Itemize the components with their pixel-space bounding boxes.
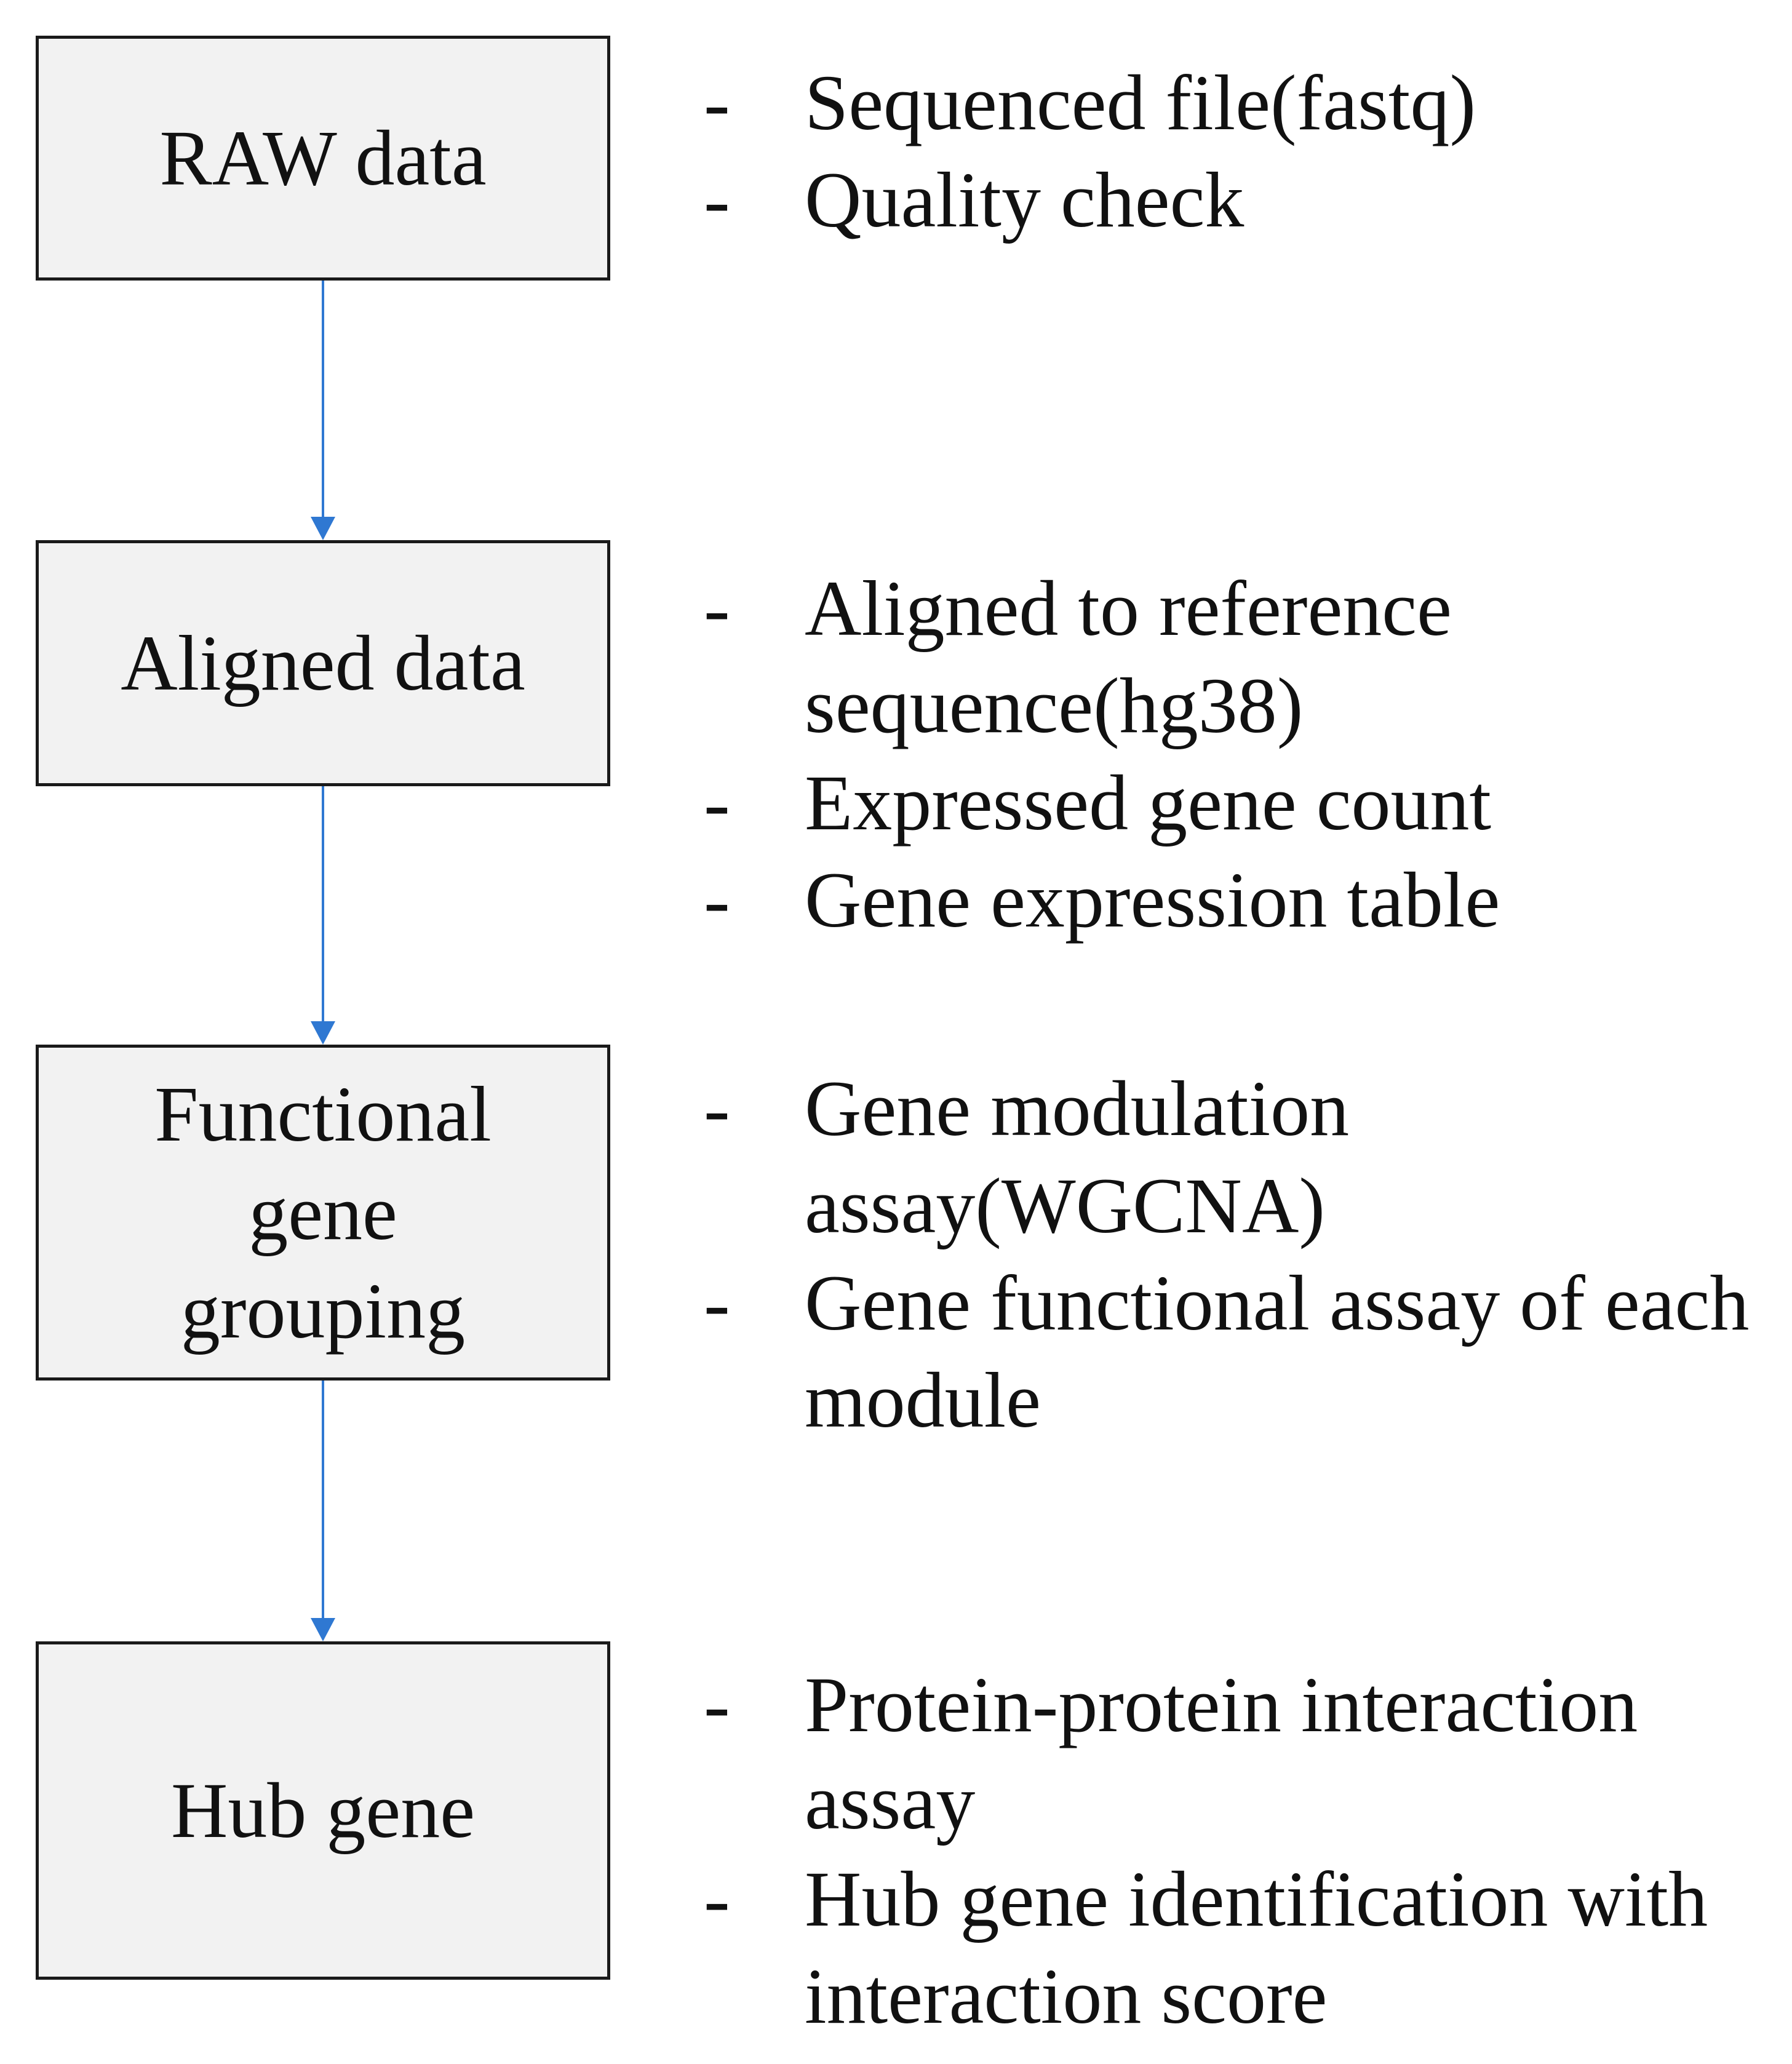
note-item: Gene functional assay of each module <box>695 1254 1778 1449</box>
note-item: Sequenced file(fastq) <box>695 54 1778 151</box>
note-item: Hub gene identification with interaction… <box>695 1851 1778 2045</box>
step-label: Functional gene grouping <box>154 1070 492 1355</box>
step-label: RAW data <box>159 114 487 202</box>
step-box-hub-gene: Hub gene <box>36 1641 610 1980</box>
note-item: Gene modulation assay(WGCNA) <box>695 1060 1778 1254</box>
arrow-raw-to-aligned <box>311 281 335 540</box>
arrow-functional-to-hub <box>311 1381 335 1641</box>
note-item: Aligned to reference sequence(hg38) <box>695 560 1778 754</box>
step-box-aligned-data: Aligned data <box>36 540 610 786</box>
step-box-functional-gene-grouping: Functional gene grouping <box>36 1045 610 1381</box>
step-notes-hub-gene: Protein-protein interaction assay Hub ge… <box>695 1656 1778 2045</box>
step-box-raw-data: RAW data <box>36 36 610 281</box>
arrow-aligned-to-functional <box>311 786 335 1045</box>
note-item: Protein-protein interaction assay <box>695 1656 1778 1851</box>
note-item: Expressed gene count <box>695 754 1778 851</box>
step-notes-aligned-data: Aligned to reference sequence(hg38) Expr… <box>695 560 1778 949</box>
step-notes-functional-gene-grouping: Gene modulation assay(WGCNA) Gene functi… <box>695 1060 1778 1449</box>
step-label: Hub gene <box>170 1767 476 1854</box>
step-label: Aligned data <box>121 620 525 707</box>
note-item: Gene expression table <box>695 851 1778 949</box>
step-notes-raw-data: Sequenced file(fastq) Quality check <box>695 54 1778 249</box>
note-item: Quality check <box>695 151 1778 249</box>
